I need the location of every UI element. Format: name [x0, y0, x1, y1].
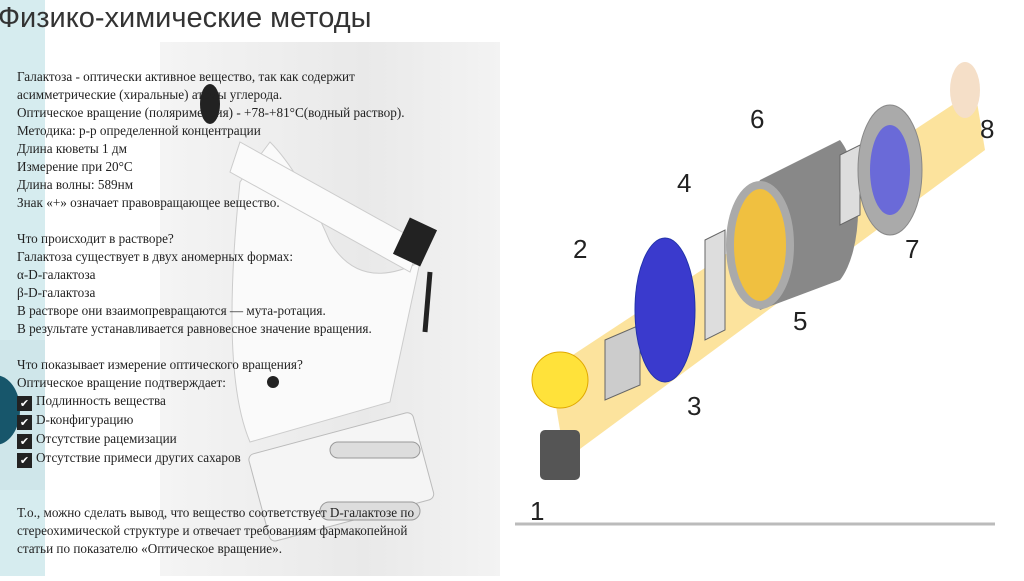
lamp-base: [540, 430, 580, 480]
intro-line: Длина волны: 589нм: [17, 177, 134, 192]
intro-line: Знак «+» означает правовращающее веществ…: [17, 195, 280, 210]
solution-line: Что происходит в растворе?: [17, 231, 174, 246]
checkbox-icon: ✔: [17, 415, 32, 430]
slide-title: Физико-химические методы: [0, 2, 372, 34]
lamp-icon: [531, 351, 589, 409]
analyzer-disc: [870, 125, 910, 215]
decor-circle: [0, 375, 20, 445]
polarizer-prism: [604, 324, 641, 401]
checklist-item: ✔ Отсутствие рацемизации: [17, 430, 414, 449]
checklist-item: ✔ D-конфигурацию: [17, 411, 414, 430]
checklist-label: Отсутствие примеси других сахаров: [36, 450, 241, 465]
checklist-label: Отсутствие рацемизации: [36, 431, 177, 446]
analyzer-prism: [839, 144, 861, 226]
checkbox-icon: ✔: [17, 396, 32, 411]
checkbox-icon: ✔: [17, 453, 32, 468]
conclusion-line: Т.о., можно сделать вывод, что вещество …: [17, 505, 415, 520]
label-1: 1: [530, 496, 544, 526]
solution-line: В результате устанавливается равновесное…: [17, 321, 372, 336]
intro-line: Методика: р-р определенной концентрации: [17, 123, 261, 138]
intro-line: Измерение при 20°С: [17, 159, 133, 174]
label-5: 5: [793, 306, 807, 336]
solution-line: Галактоза существует в двух аномерных фо…: [17, 249, 294, 264]
checkbox-icon: ✔: [17, 434, 32, 449]
label-4: 4: [677, 168, 691, 198]
solution-line: В растворе они взаимопревращаются — мута…: [17, 303, 326, 318]
intro-line: Длина кюветы 1 дм: [17, 141, 127, 156]
checklist-item: ✔ Отсутствие примеси других сахаров: [17, 449, 414, 468]
slide-body: Галактоза - оптически активное вещество,…: [17, 68, 414, 558]
conclusion-line: стереохимической структуре и отвечает тр…: [17, 523, 408, 538]
conclusion-line: статьи по показателю «Оптическое вращени…: [17, 541, 282, 556]
label-6: 6: [750, 104, 764, 134]
checklist-item: ✔ Подлинность вещества: [17, 392, 414, 411]
solution-line: β-D-галактоза: [17, 285, 96, 300]
label-8: 8: [980, 114, 994, 144]
solution-line: α-D-галактоза: [17, 267, 96, 282]
measurement-line: Что показывает измерение оптического вра…: [17, 357, 303, 372]
eye-icon: [950, 62, 980, 118]
polarizer-disc: [634, 237, 696, 383]
polarimeter-diagram: 1 2 3 4 5 6 7 8: [515, 62, 995, 526]
polarimeter-photo: [160, 42, 500, 576]
label-2: 2: [573, 234, 587, 264]
measurement-line: Оптическое вращение подтверждает:: [17, 375, 226, 390]
checklist-label: Подлинность вещества: [36, 393, 166, 408]
label-7: 7: [905, 234, 919, 264]
label-3: 3: [687, 391, 701, 421]
intro-line: Оптическое вращение (поляриметрия) - +78…: [17, 105, 405, 120]
intro-line: Галактоза - оптически активное вещество,…: [17, 69, 355, 84]
checklist-label: D-конфигурацию: [36, 412, 134, 427]
intro-line: асимметрические (хиральные) атомы углеро…: [17, 87, 283, 102]
plate: [704, 229, 726, 341]
